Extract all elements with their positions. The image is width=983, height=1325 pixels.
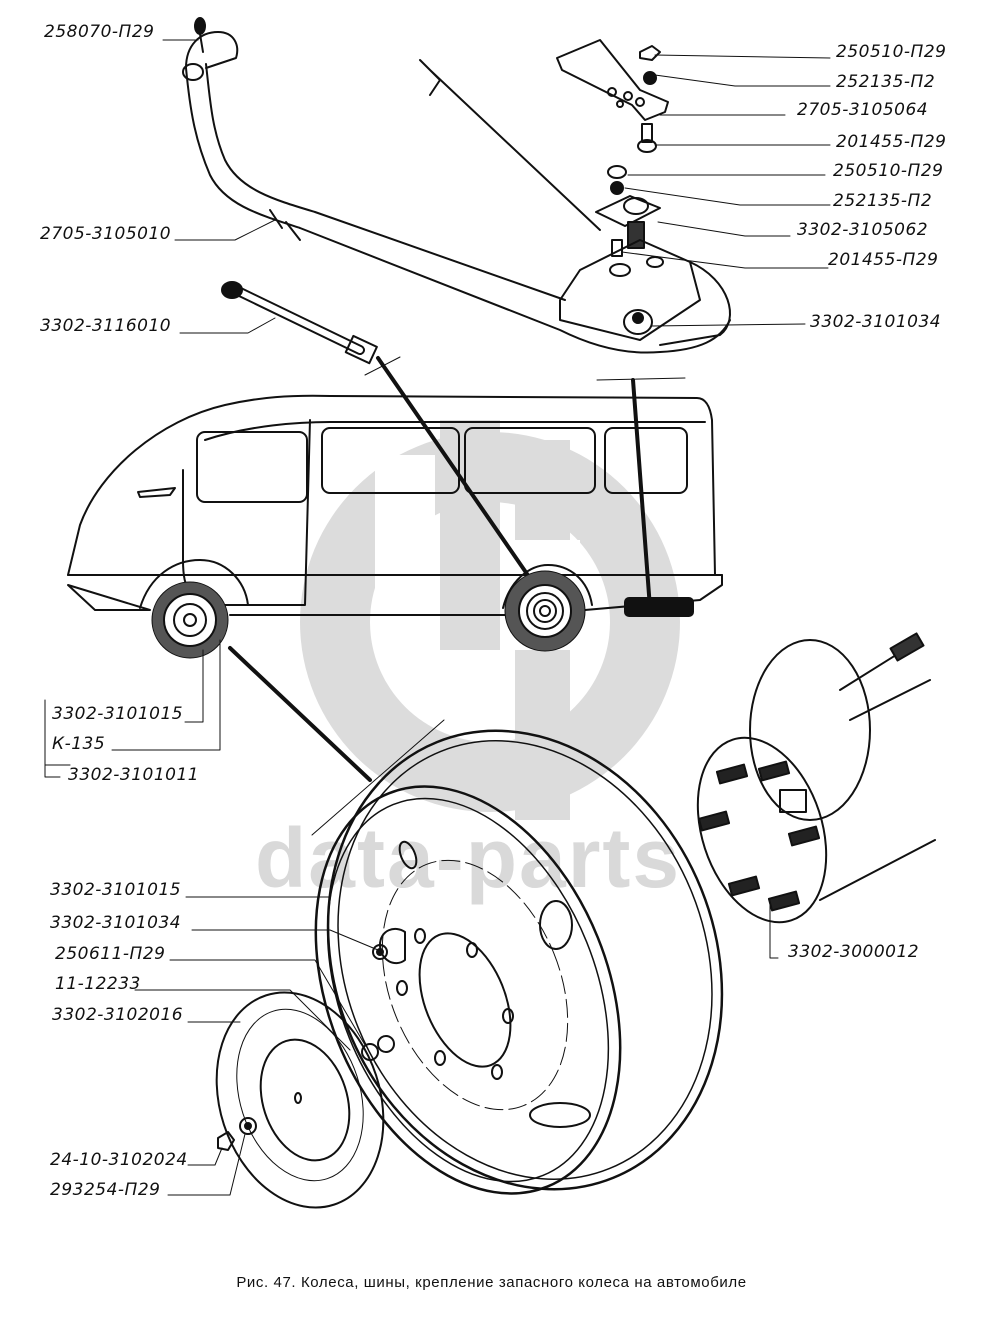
figure-caption: Рис. 47. Колеса, шины, крепление запасно… bbox=[236, 1274, 747, 1291]
wheel-rim bbox=[314, 729, 724, 1195]
part-label-cap: 3302-3102016 bbox=[52, 1005, 184, 1025]
part-label-plate: 3302-3105062 bbox=[797, 220, 929, 240]
hub-cap bbox=[215, 991, 385, 1209]
part-label-wheel-assembly: 3302-3101011 bbox=[68, 765, 200, 785]
part-label-washer-3: 11-12233 bbox=[55, 974, 141, 994]
part-label-nut-1: 250510-П29 bbox=[836, 42, 947, 62]
part-label-bolt-1: 201455-П29 bbox=[836, 132, 947, 152]
leader-lines bbox=[44, 39, 831, 1196]
part-label-bolt-tool: 3302-3116010 bbox=[40, 316, 172, 336]
part-label-hub: 3302-3000012 bbox=[788, 942, 920, 962]
part-label-nut-2: 250510-П29 bbox=[833, 161, 944, 181]
hub-assembly bbox=[696, 632, 936, 924]
part-label-bolt-2: 201455-П29 bbox=[828, 250, 939, 270]
bracket-assembly bbox=[556, 39, 731, 346]
part-label-cap-nut: 24-10-3102024 bbox=[50, 1150, 188, 1170]
part-label-washer-1: 252135-П2 bbox=[836, 72, 936, 92]
part-label-bracket: 2705-3105064 bbox=[797, 100, 929, 120]
wheel-bolt-tool bbox=[221, 281, 378, 365]
part-label-disc-2: 3302-3101015 bbox=[50, 880, 182, 900]
part-label-tire: К-135 bbox=[52, 734, 106, 754]
rear-wheel-icon bbox=[504, 570, 586, 652]
front-wheel-icon bbox=[151, 581, 229, 659]
cotter-pin-icon bbox=[194, 17, 206, 53]
part-label-wheel-disc: 3302-3101015 bbox=[52, 704, 184, 724]
part-label-pin: 258070-П29 bbox=[44, 22, 155, 42]
part-label-washer-2: 252135-П2 bbox=[833, 191, 933, 211]
part-label-wheel-nut-top: 3302-3101034 bbox=[810, 312, 942, 332]
part-label-holder-bar: 2705-3105010 bbox=[40, 224, 172, 244]
part-label-wheel-nut: 3302-3101034 bbox=[50, 913, 182, 933]
part-label-nut-3: 250611-П29 bbox=[55, 944, 166, 964]
spare-holder-bar bbox=[182, 31, 731, 354]
part-label-cap-washer: 293254-П29 bbox=[50, 1180, 161, 1200]
watermark-text: data-parts bbox=[255, 811, 682, 905]
van-illustration bbox=[67, 394, 723, 617]
